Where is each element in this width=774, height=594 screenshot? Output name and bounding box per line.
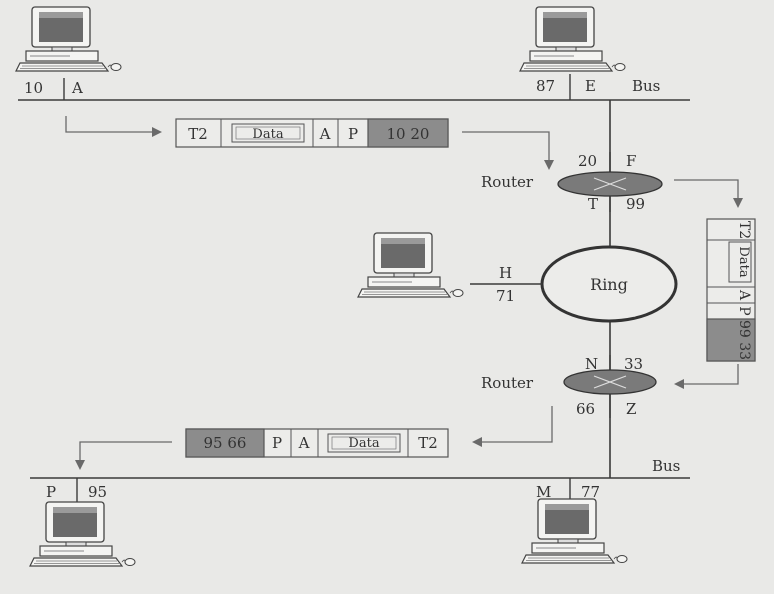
computer-h-icon: [357, 232, 464, 298]
frame3-p: P: [272, 434, 282, 452]
frame3-address: 95 66: [204, 434, 247, 452]
arrow-frame1-to-router1: [462, 131, 554, 170]
host-m-port: 77: [581, 483, 600, 501]
frame1-address: 10 20: [387, 125, 430, 143]
frame2-trailer: T2: [736, 221, 752, 239]
host-h-name: H: [499, 264, 512, 282]
arrow-router1-to-frame2: [674, 179, 743, 208]
frame1-a: A: [319, 125, 331, 143]
arrow-frame2-to-router2: [674, 364, 739, 389]
router1-label: Router: [481, 173, 534, 191]
router2-port-z: Z: [626, 400, 636, 418]
router1-port-f: F: [626, 152, 636, 170]
frame3-data: Data: [348, 436, 379, 451]
router1-port-t: T: [588, 195, 598, 213]
host-e-name: E: [585, 77, 596, 95]
router-1-icon: [557, 171, 663, 197]
frame1-trailer: T2: [188, 125, 208, 143]
router2-port-66: 66: [576, 400, 595, 418]
frame2-data: Data: [736, 246, 751, 277]
bottom-bus-label: Bus: [652, 457, 680, 475]
frame2-a: A: [736, 289, 752, 301]
frame3-a: A: [298, 434, 310, 452]
frame-1: T2 Data A P 10 20: [175, 118, 449, 148]
frame1-p: P: [348, 125, 358, 143]
host-e-port: 87: [536, 77, 555, 95]
frame2-p: P: [736, 306, 752, 315]
frame-2: T2 Data A P 99 33: [706, 218, 756, 362]
arrow-frame3-to-p: [75, 441, 172, 470]
router2-port-n: N: [585, 355, 598, 373]
router1-port-20: 20: [578, 152, 597, 170]
router2-port-33: 33: [624, 355, 643, 373]
arrow-router2-to-frame3: [472, 406, 553, 447]
host-p-port: 95: [88, 483, 107, 501]
computer-a-icon: [15, 6, 122, 72]
router1-port-99: 99: [626, 195, 645, 213]
frame2-address: 99 33: [736, 320, 752, 360]
host-h-port: 71: [496, 287, 515, 305]
host-p-name: P: [46, 483, 56, 501]
router2-label: Router: [481, 374, 534, 392]
ring-label: Ring: [590, 275, 628, 294]
computer-m-icon: [521, 498, 628, 564]
top-bus-label: Bus: [632, 77, 660, 95]
computer-e-icon: [519, 6, 626, 72]
host-m-name: M: [536, 483, 551, 501]
arrow-a-to-frame1: [65, 116, 162, 137]
frame-3: 95 66 P A Data T2: [185, 428, 449, 458]
computer-p-icon: [29, 501, 136, 567]
frame1-data: Data: [252, 127, 283, 142]
frame3-trailer: T2: [418, 434, 438, 452]
host-a-name: A: [71, 79, 83, 97]
host-a-port: 10: [24, 79, 43, 97]
router-2-icon: [563, 369, 657, 395]
